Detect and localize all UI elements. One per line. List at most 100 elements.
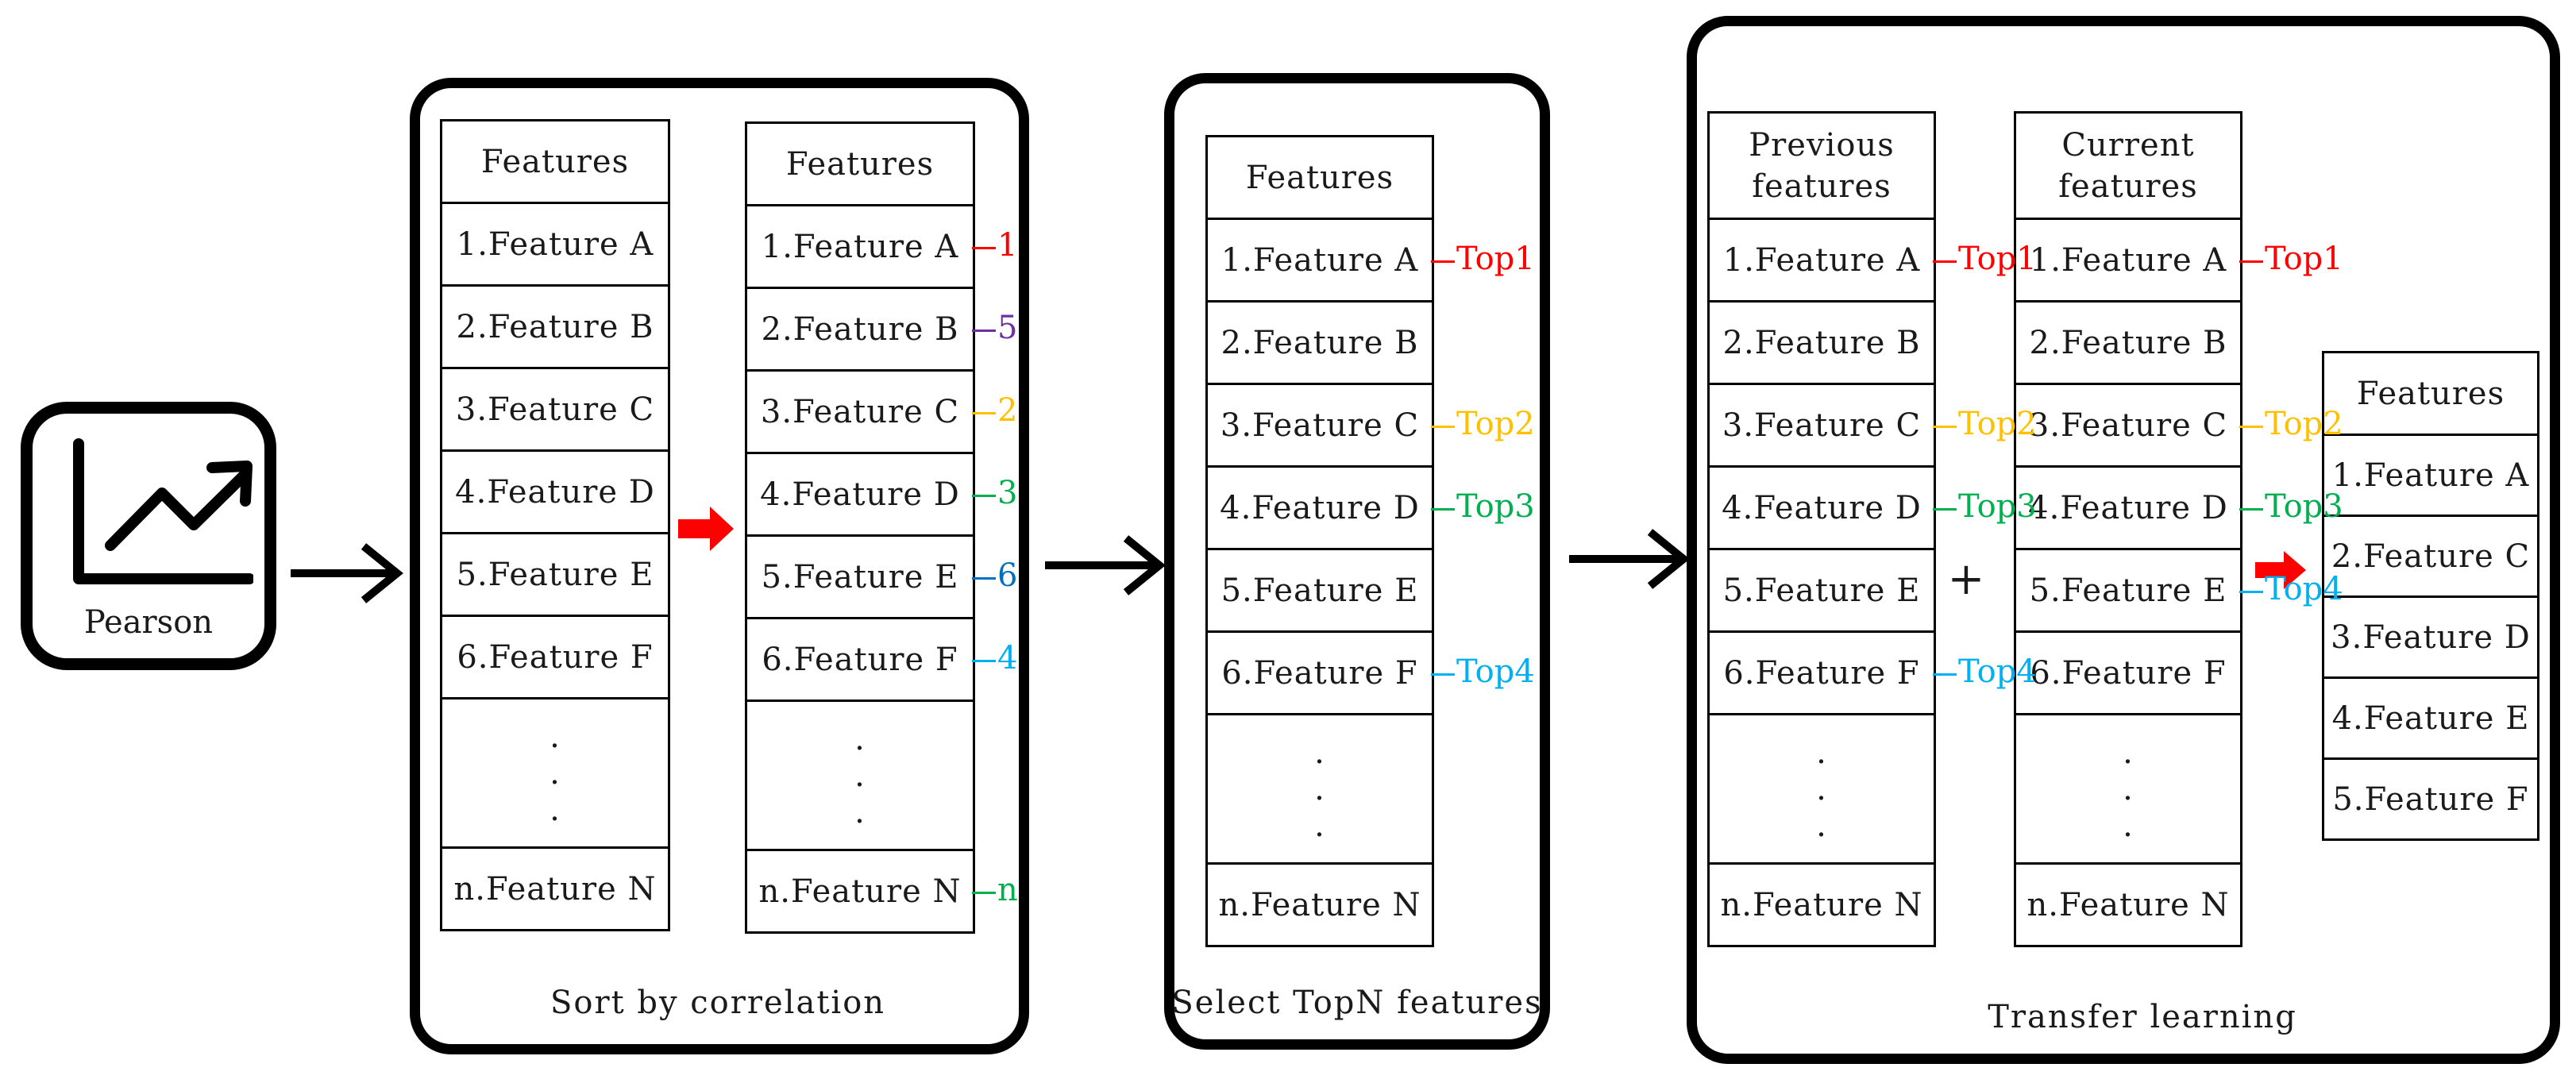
rank-label: 6: [972, 560, 1017, 592]
connector-line: [972, 411, 996, 414]
top-label-text: Top1: [2265, 241, 2343, 277]
sort-red-arrow: [678, 507, 734, 551]
rank-label: 2: [972, 395, 1017, 426]
top-label: Top3: [2239, 491, 2343, 522]
top-label-text: Top3: [2265, 488, 2343, 525]
top-label: Top4: [1431, 656, 1535, 688]
feature-row: 1.Feature A: [440, 202, 670, 287]
feature-row: 1.Feature A: [1205, 218, 1434, 303]
feature-row: 2.Feature B: [440, 284, 670, 369]
connector-line: [1933, 507, 1957, 511]
connector-line: [1933, 673, 1957, 676]
top-label: Top2: [1933, 408, 2037, 440]
connector-line: [972, 891, 996, 894]
feature-row: 3.Feature D: [2322, 595, 2539, 679]
rank-label-text: 6: [997, 557, 1018, 594]
feature-row: 2.Feature B: [2014, 300, 2242, 385]
rank-label-text: n: [997, 872, 1018, 908]
top-label: Top4: [2239, 573, 2343, 605]
feature-row: 4.Feature D: [1205, 465, 1434, 550]
top-label-text: Top1: [1958, 241, 2037, 277]
top-label-text: Top4: [2265, 571, 2343, 607]
feature-row: 5.Feature E: [1205, 548, 1434, 633]
select-caption: Select TopN features: [1171, 985, 1543, 1021]
top-label: Top3: [1431, 491, 1535, 522]
feature-row: 3.Feature C: [1205, 383, 1434, 468]
feature-row: 3.Feature C: [745, 369, 975, 454]
connector-line: [2239, 507, 2263, 511]
trend-chart-icon: [73, 438, 253, 584]
transfer-red-arrow: [2255, 551, 2306, 589]
top-label: Top1: [2239, 243, 2343, 275]
ellipsis-row: ...: [1707, 713, 1936, 865]
connector-line: [1431, 507, 1455, 511]
feature-row: 5.Feature E: [440, 532, 670, 617]
top-label-text: Top1: [1456, 241, 1535, 277]
connector-line: [972, 659, 996, 662]
connector-line: [1431, 425, 1455, 428]
connector-line: [2239, 590, 2263, 593]
top-label-text: Top2: [2265, 406, 2343, 442]
feature-row: 4.Feature D: [745, 452, 975, 537]
rank-label: n: [972, 874, 1018, 906]
feature-row: 2.Feature B: [745, 287, 975, 372]
rank-label-text: 4: [997, 640, 1018, 676]
feature-row: 5.Feature E: [2014, 548, 2242, 633]
feature-row: 5.Feature E: [1707, 548, 1936, 633]
feature-row: 3.Feature C: [1707, 383, 1936, 468]
table-header: Features: [2322, 351, 2539, 436]
feature-row: 2.Feature C: [2322, 515, 2539, 598]
sort-caption: Sort by correlation: [550, 985, 886, 1021]
feature-row: 1.Feature A: [1707, 218, 1936, 303]
connector-line: [2239, 260, 2263, 263]
connector-line: [972, 494, 996, 497]
feature-row: 6.Feature F: [2014, 630, 2242, 715]
feature-row: 5.Feature F: [2322, 757, 2539, 841]
table-header: Previous features: [1707, 111, 1936, 220]
top-label: Top2: [2239, 408, 2343, 440]
rank-label-text: 3: [997, 475, 1018, 511]
feature-row: 6.Feature F: [440, 615, 670, 700]
connector-line: [972, 329, 996, 332]
connector-line: [1933, 425, 1957, 428]
feature-row: 5.Feature E: [745, 534, 975, 619]
connector-line: [2239, 425, 2263, 428]
feature-row-last: n.Feature N: [1205, 862, 1434, 947]
top-label: Top1: [1431, 243, 1535, 275]
feature-row: 4.Feature D: [440, 449, 670, 534]
connector-line: [972, 246, 996, 249]
rank-label: 4: [972, 642, 1017, 674]
feature-row: 6.Feature F: [1205, 630, 1434, 715]
top-label: Top3: [1933, 491, 2037, 522]
pearson-caption: Pearson: [83, 604, 214, 641]
top-label-text: Top3: [1456, 488, 1535, 525]
feature-row: 2.Feature B: [1707, 300, 1936, 385]
table-header: Current features: [2014, 111, 2242, 220]
top-label: Top1: [1933, 243, 2037, 275]
feature-row: 4.Feature D: [1707, 465, 1936, 550]
rank-label: 3: [972, 477, 1017, 509]
table-header: Features: [440, 119, 670, 204]
top-label-text: Top4: [1958, 653, 2037, 690]
feature-row: 1.Feature A: [2322, 434, 2539, 517]
feature-row-last: n.Feature N: [440, 846, 670, 931]
connector-line: [1933, 260, 1957, 263]
feature-row: 3.Feature C: [440, 367, 670, 452]
ellipsis-row: ...: [1205, 713, 1434, 865]
pearson-box: Pearson: [21, 402, 276, 670]
feature-row: 3.Feature C: [2014, 383, 2242, 468]
rank-label-text: 5: [997, 310, 1018, 346]
top-label-text: Top2: [1456, 406, 1535, 442]
flow-arrow-1: [291, 543, 403, 603]
flow-arrow-2: [1045, 535, 1166, 595]
top-label-text: Top3: [1958, 488, 2037, 525]
table-header: Features: [745, 121, 975, 206]
feature-row-last: n.Feature N: [745, 849, 975, 934]
top-label: Top2: [1431, 408, 1535, 440]
feature-row-last: n.Feature N: [1707, 862, 1936, 947]
